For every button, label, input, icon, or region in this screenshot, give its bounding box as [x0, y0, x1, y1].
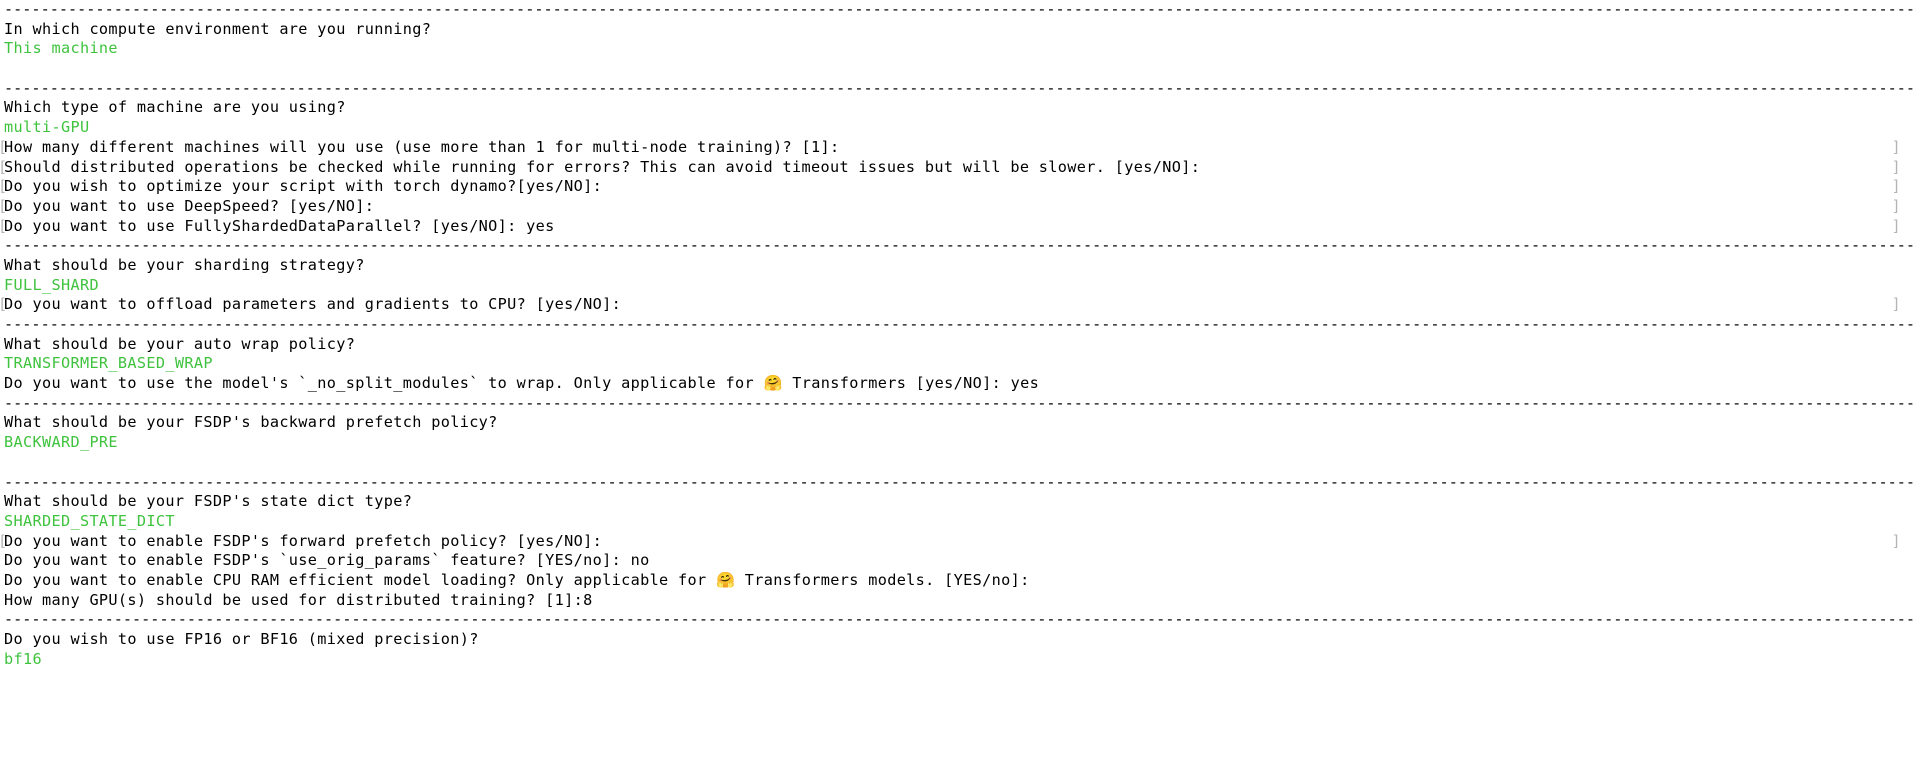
prompt-line[interactable]: Do you want to offload parameters and gr… [0, 295, 1913, 315]
prompt-line[interactable]: What should be your FSDP's backward pref… [4, 413, 498, 432]
separator-rule: ----------------------------------------… [4, 393, 1913, 412]
selected-answer[interactable]: bf16 [4, 649, 42, 668]
prompt-line[interactable]: What should be your sharding strategy? [4, 255, 365, 274]
separator-rule: ----------------------------------------… [4, 236, 1913, 255]
prompt-line[interactable]: Do you want to enable FSDP's forward pre… [0, 532, 1913, 552]
prompt-line[interactable]: What should be your auto wrap policy? [4, 334, 356, 353]
prompt-text-before-emoji: Do you want to use the model's `_no_spli… [4, 374, 764, 393]
separator-rule: ----------------------------------------… [4, 472, 1913, 491]
selected-answer[interactable]: This machine [4, 39, 118, 58]
prompt-line[interactable]: How many different machines will you use… [0, 138, 1913, 158]
prompt-line[interactable]: Do you want to use DeepSpeed? [yes/NO]: [0, 197, 1913, 217]
prompt-text-after-emoji: Transformers [yes/NO]: yes [782, 374, 1040, 393]
prompt-line[interactable]: Do you want to use the model's `_no_spli… [0, 374, 1913, 394]
separator-rule: ----------------------------------------… [4, 610, 1913, 629]
blank-line [0, 59, 1913, 79]
selected-answer[interactable]: BACKWARD_PRE [4, 433, 118, 452]
prompt-line[interactable]: Do you want to enable CPU RAM efficient … [0, 571, 1913, 591]
prompt-text-before-emoji: Do you want to enable CPU RAM efficient … [4, 570, 717, 589]
hugging-face-icon: 🤗 [763, 374, 783, 393]
blank-line [0, 453, 1913, 473]
separator-rule: ----------------------------------------… [4, 78, 1913, 97]
prompt-line[interactable]: Do you wish to use FP16 or BF16 (mixed p… [4, 630, 479, 648]
separator-rule: ----------------------------------------… [4, 0, 1913, 18]
hugging-face-icon: 🤗 [716, 570, 736, 589]
selected-answer[interactable]: FULL_SHARD [4, 275, 99, 294]
selected-answer[interactable]: TRANSFORMER_BASED_WRAP [4, 354, 213, 373]
selected-answer[interactable]: multi-GPU [4, 118, 90, 137]
prompt-line[interactable]: How many GPU(s) should be used for distr… [4, 590, 593, 609]
prompt-line[interactable]: Do you want to enable FSDP's `use_orig_p… [4, 551, 650, 570]
prompt-line[interactable]: In which compute environment are you run… [4, 19, 432, 38]
prompt-line[interactable]: Should distributed operations be checked… [0, 158, 1913, 178]
prompt-line[interactable]: Do you wish to optimize your script with… [0, 177, 1913, 197]
prompt-line[interactable]: What should be your FSDP's state dict ty… [4, 492, 413, 511]
selected-answer[interactable]: SHARDED_STATE_DICT [4, 511, 175, 530]
prompt-text-after-emoji: Transformers models. [YES/no]: [735, 570, 1030, 589]
prompt-line[interactable]: Which type of machine are you using? [4, 98, 346, 117]
prompt-line[interactable]: Do you want to use FullyShardedDataParal… [0, 217, 1913, 237]
separator-rule: ----------------------------------------… [4, 315, 1913, 333]
